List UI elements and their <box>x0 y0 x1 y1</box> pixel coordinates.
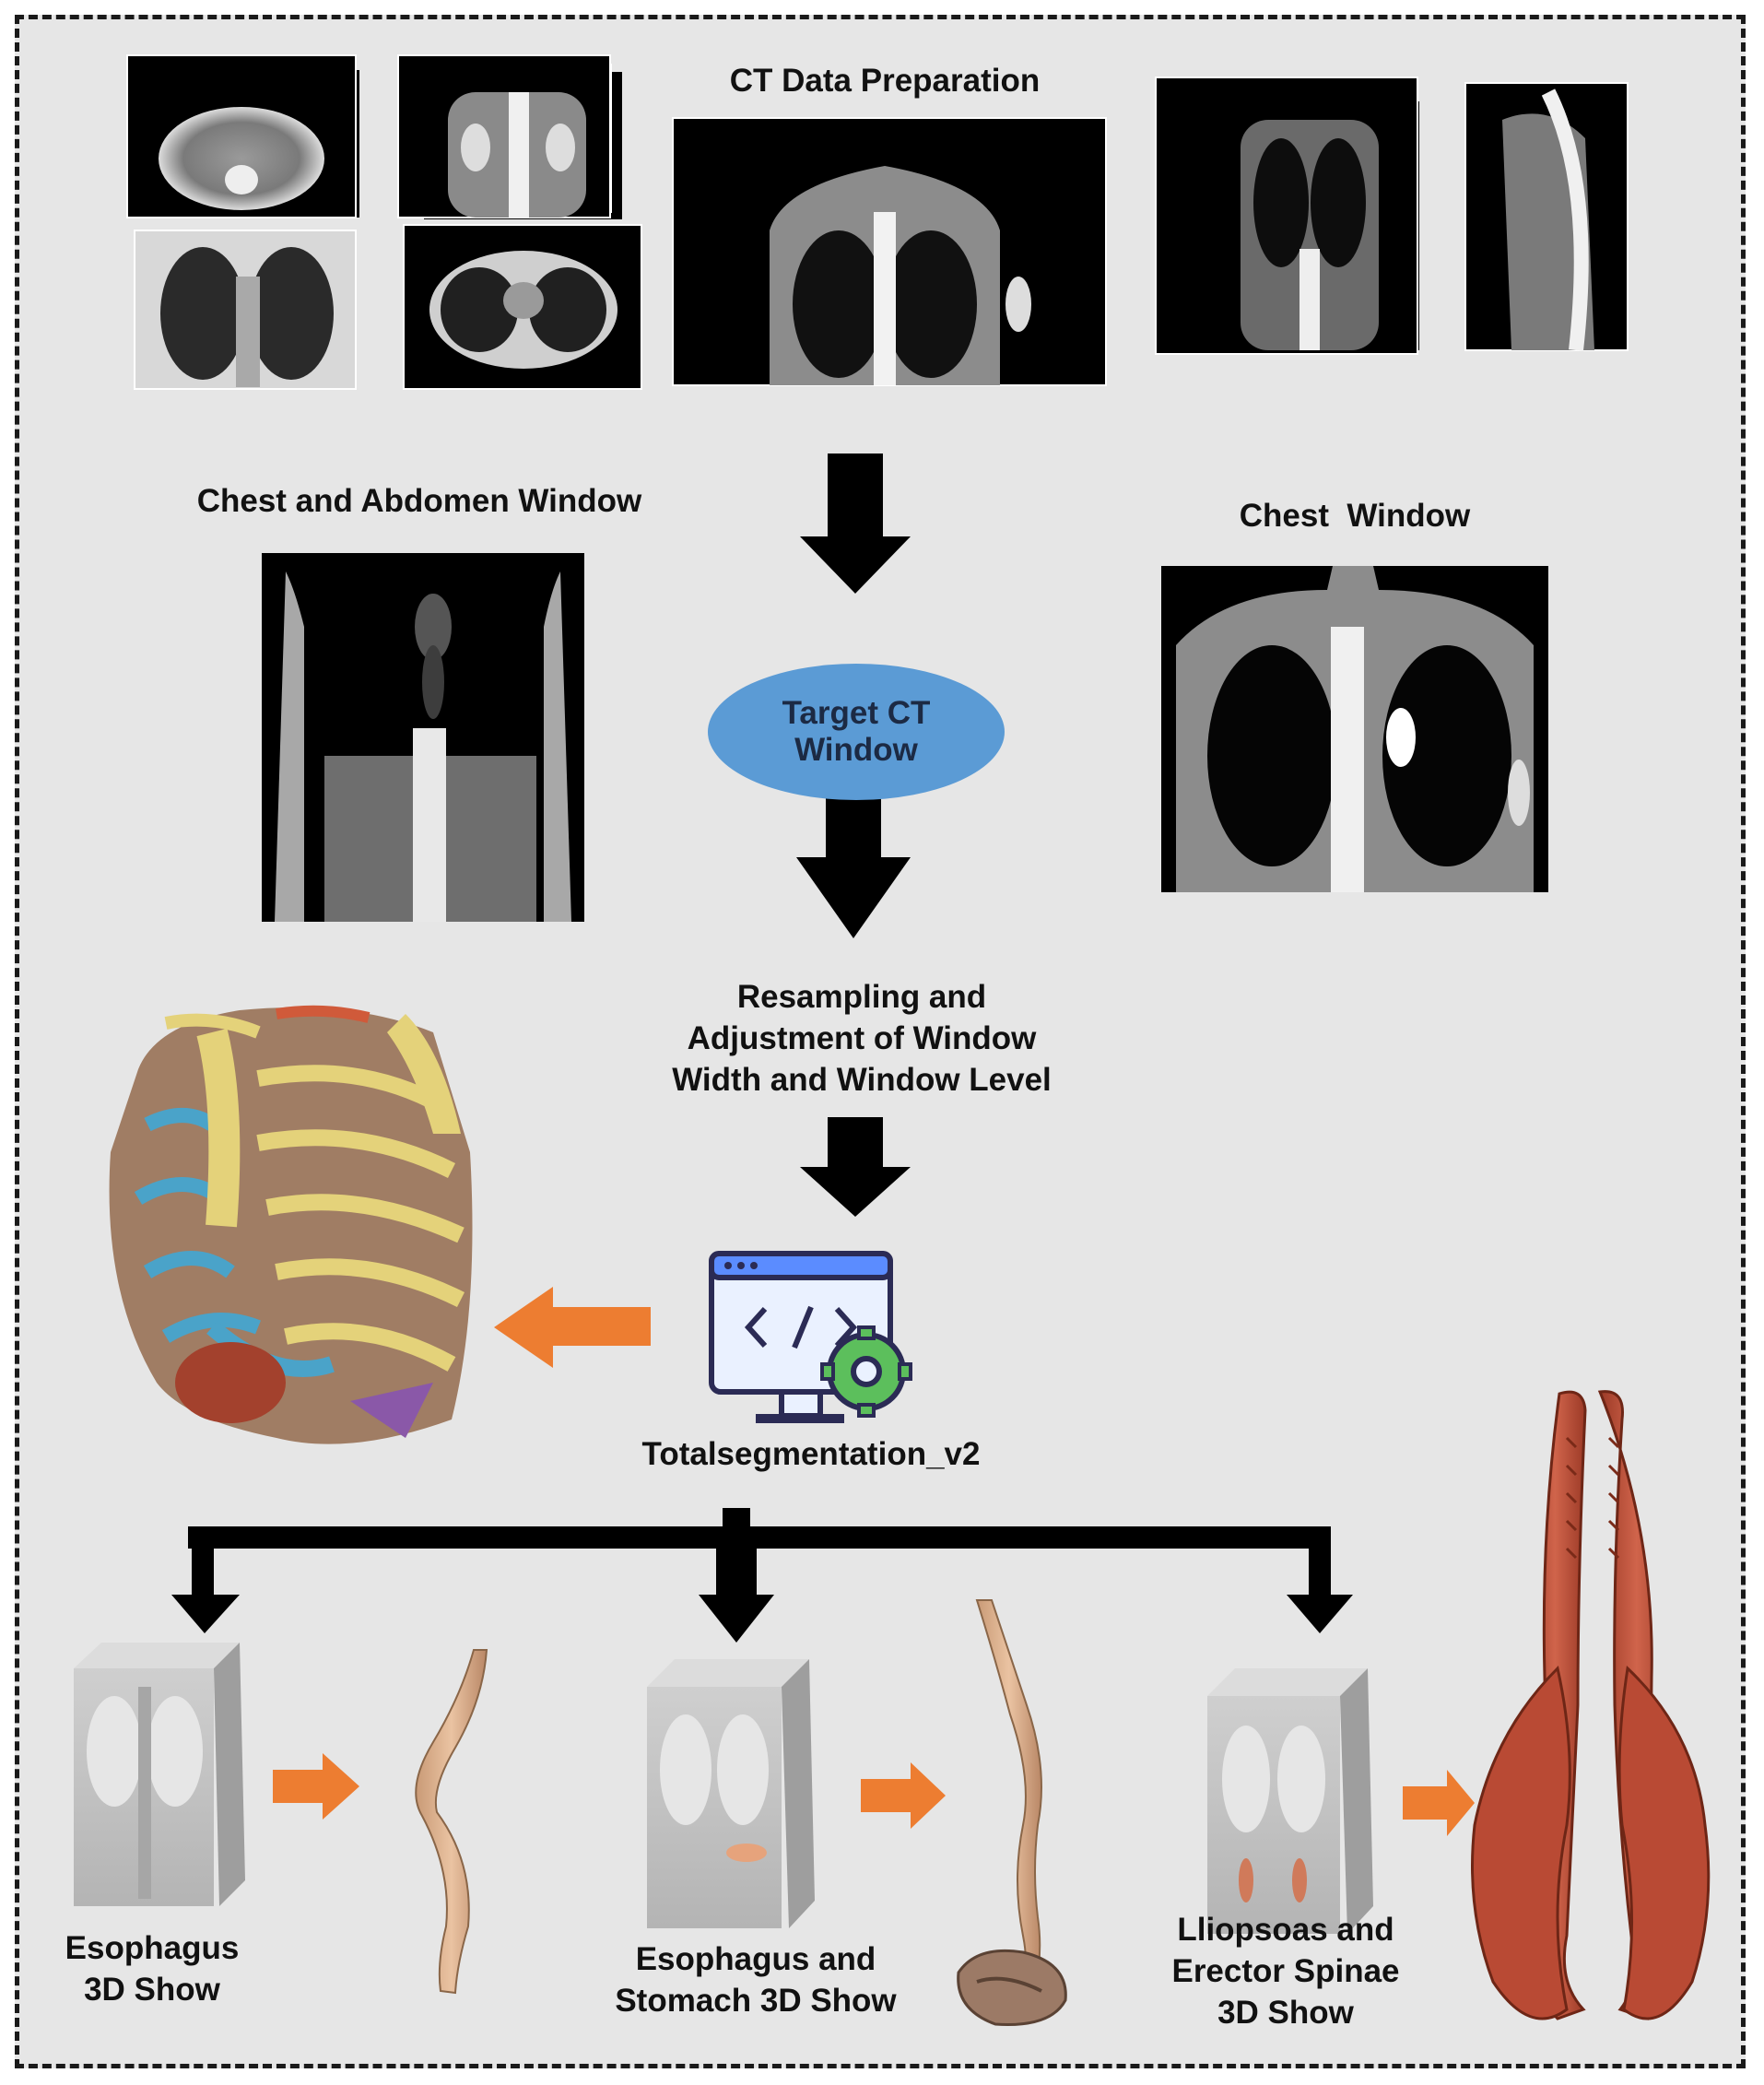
target-ct-window-node: Target CT Window <box>708 664 1005 800</box>
arrow-down-2 <box>796 796 911 938</box>
ct-stack-coronal-chest <box>134 230 357 390</box>
arrow-down-3 <box>800 1117 911 1217</box>
gear-icon <box>820 1325 912 1418</box>
label-output-lliopsoas-erector: Lliopsoas and Erector Spinae 3D Show <box>1171 1912 1400 2031</box>
ct-stack-coronal-right <box>1155 77 1419 355</box>
label-output-esophagus-stomach: Esophagus and Stomach 3D Show <box>615 1941 897 2019</box>
esophagus-3d-render <box>415 1649 488 1995</box>
ct-stack-coronal-abdomen <box>397 54 622 219</box>
arrow-right-orange-2 <box>861 1762 946 1829</box>
label-chest-window: Chest Window <box>1239 498 1471 534</box>
ct-volume-box-2 <box>647 1659 815 1928</box>
lliopsoas-erector-spinae-3d-render <box>1471 1390 1711 2020</box>
title-ct-data-preparation: CT Data Preparation <box>729 63 1041 99</box>
label-chest-abdomen-window: Chest and Abdomen Window <box>196 483 642 519</box>
target-ct-window-label: Target CT Window <box>782 694 931 768</box>
branch-connector <box>171 1508 1353 1643</box>
arrow-left-orange <box>494 1287 651 1368</box>
label-totalsegmentation: Totalsegmentation_v2 <box>641 1436 981 1472</box>
thorax-3d-render <box>109 1005 473 1444</box>
arrow-right-orange-3 <box>1403 1770 1475 1836</box>
chest-abdomen-window-image <box>262 553 584 922</box>
arrow-down-1 <box>800 454 911 594</box>
label-resampling: Resampling and Adjustment of Window Widt… <box>672 979 1052 1098</box>
esophagus-stomach-3d-render <box>957 1599 1067 2026</box>
arrow-right-orange-1 <box>273 1753 359 1820</box>
chest-window-image <box>1161 566 1548 892</box>
ct-volume-box-1 <box>74 1643 245 1906</box>
ct-stack-sagittal <box>1464 82 1629 351</box>
ct-stack-axial-chest <box>403 224 642 390</box>
ct-stack-coronal-main <box>672 117 1107 386</box>
ct-volume-box-3 <box>1207 1668 1373 1934</box>
ct-stack-axial-abdomen <box>126 54 359 218</box>
label-output-esophagus: Esophagus 3D Show <box>65 1930 240 2008</box>
